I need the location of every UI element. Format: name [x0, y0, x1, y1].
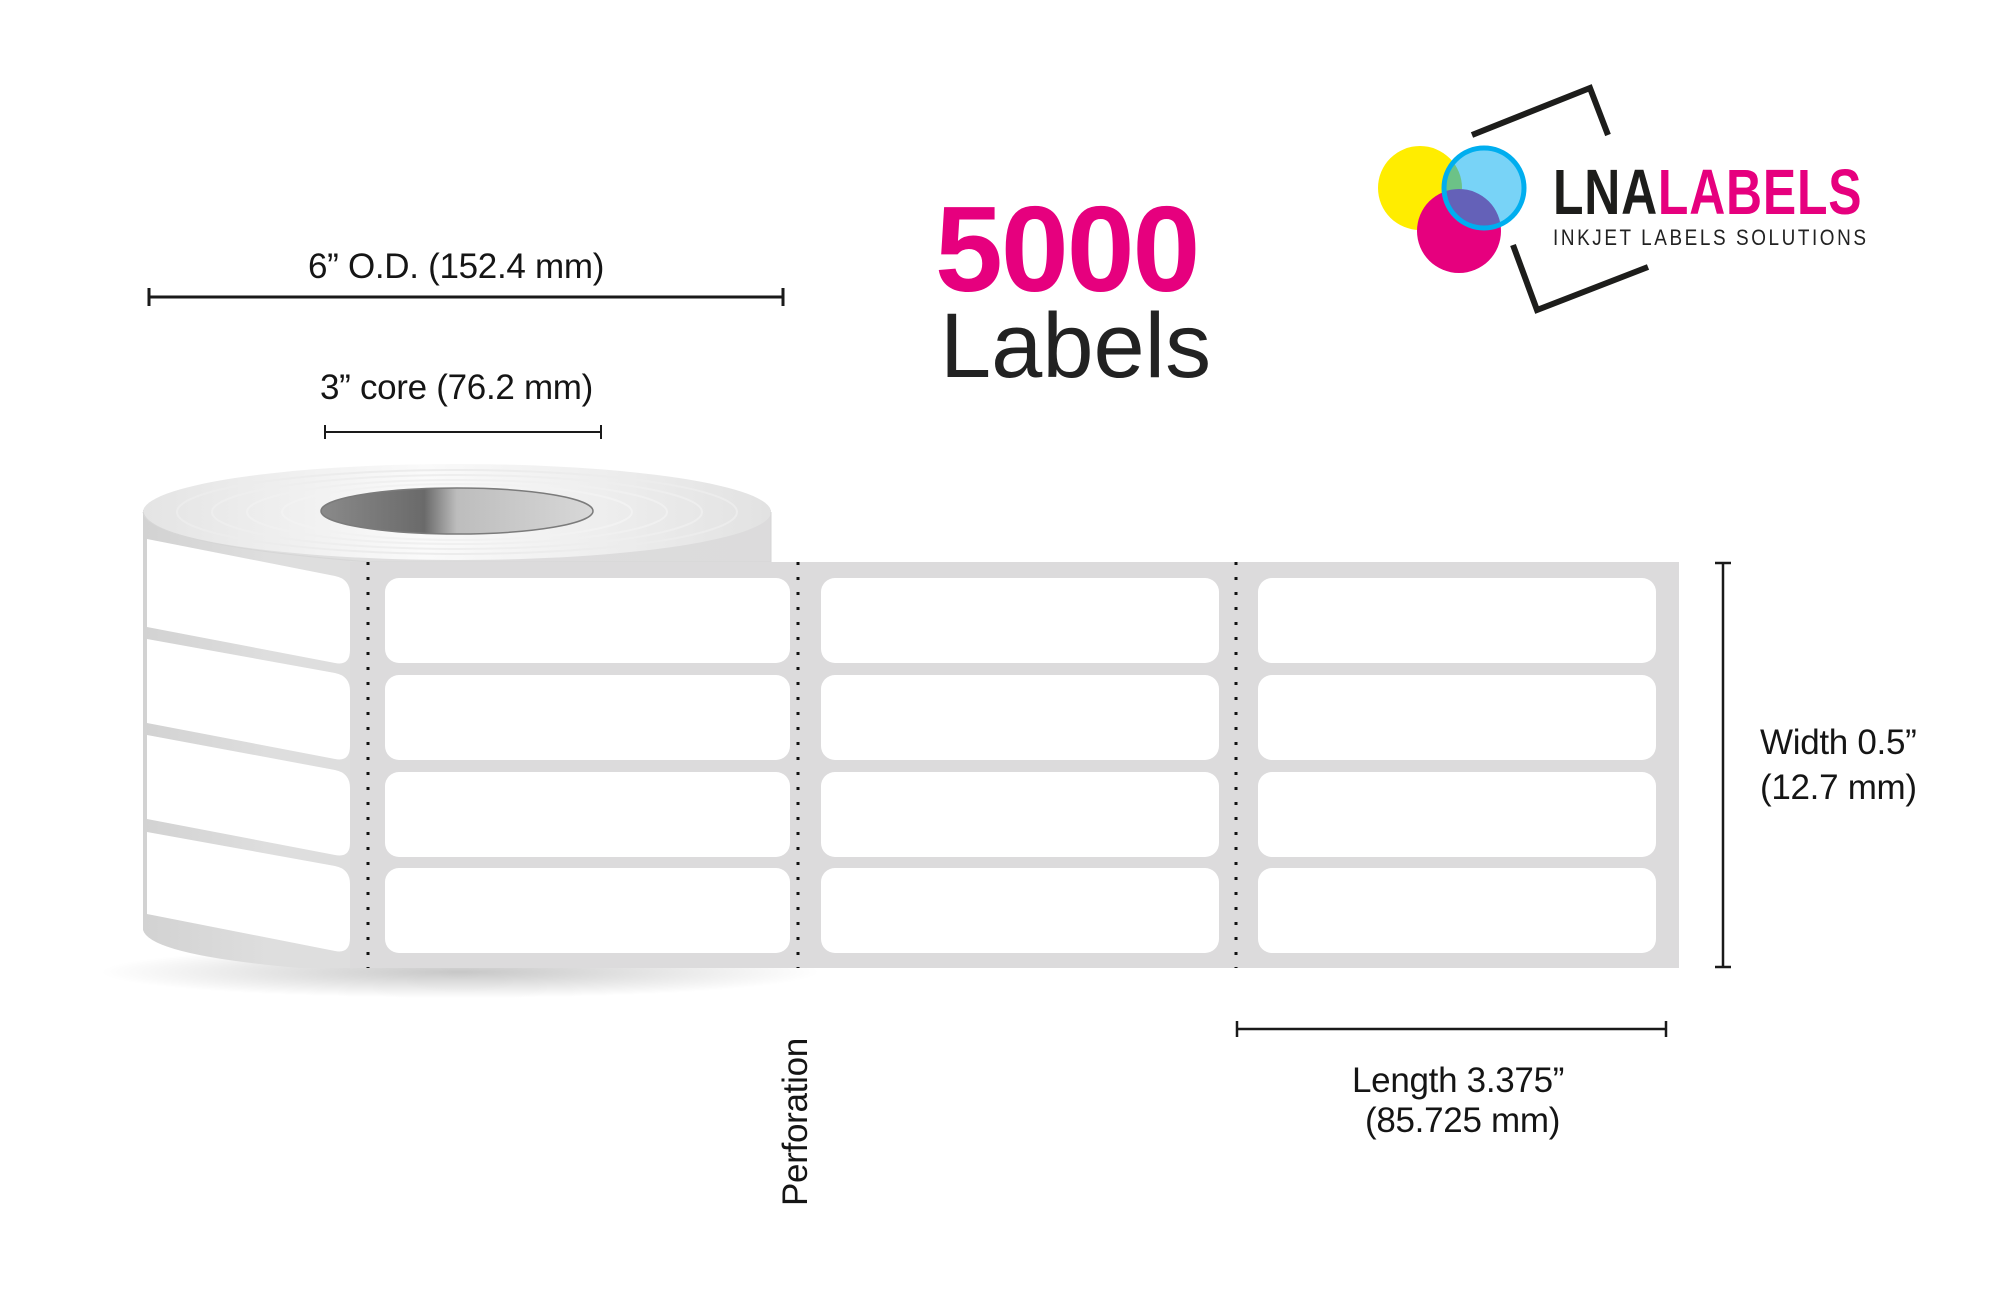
label — [385, 675, 790, 760]
width-label-line1: Width 0.5” — [1760, 723, 1917, 762]
core-dimension-line — [324, 425, 602, 439]
length-label-line2: (85.725 mm) — [1365, 1101, 1561, 1140]
roll-core-hole — [320, 487, 594, 535]
label — [1258, 578, 1656, 663]
core-diameter-label: 3” core (76.2 mm) — [320, 368, 594, 407]
logo-wordmark: LNALABELS — [1553, 160, 1950, 224]
od-dimension-line — [147, 288, 785, 306]
label — [821, 578, 1219, 663]
label — [1258, 868, 1656, 953]
label — [385, 578, 790, 663]
outer-diameter-label: 6” O.D. (152.4 mm) — [308, 247, 605, 286]
roll-face-labels — [147, 539, 350, 952]
roll-face-label — [147, 639, 350, 760]
label — [821, 868, 1219, 953]
logo-name-lna: LNA — [1553, 156, 1658, 228]
length-label-line1: Length 3.375” — [1352, 1061, 1565, 1100]
logo-tagline: INKJET LABELS SOLUTIONS — [1553, 225, 1869, 250]
label — [385, 772, 790, 857]
label — [821, 675, 1219, 760]
width-label-line2: (12.7 mm) — [1760, 768, 1917, 807]
logo-mark-icon — [1378, 84, 1650, 314]
logo-bracket-bottom-icon — [1510, 243, 1650, 314]
roll-face-label — [147, 832, 350, 952]
label — [821, 772, 1219, 857]
label-count: 5000 — [935, 181, 1200, 317]
label — [385, 868, 790, 953]
logo-bracket-top-icon — [1470, 84, 1611, 138]
logo-name-labels: LABELS — [1657, 156, 1863, 228]
label — [1258, 772, 1656, 857]
length-dimension-line — [1235, 1021, 1668, 1037]
label — [1258, 675, 1656, 760]
perforation-label: Perforation — [776, 1038, 815, 1206]
unrolled-labels — [385, 578, 1656, 953]
width-dimension-line — [1715, 561, 1731, 969]
roll-face-label — [147, 735, 350, 856]
label-count-unit: Labels — [940, 295, 1212, 397]
dimension-lines — [147, 288, 1731, 1037]
roll-face-label — [147, 539, 350, 664]
